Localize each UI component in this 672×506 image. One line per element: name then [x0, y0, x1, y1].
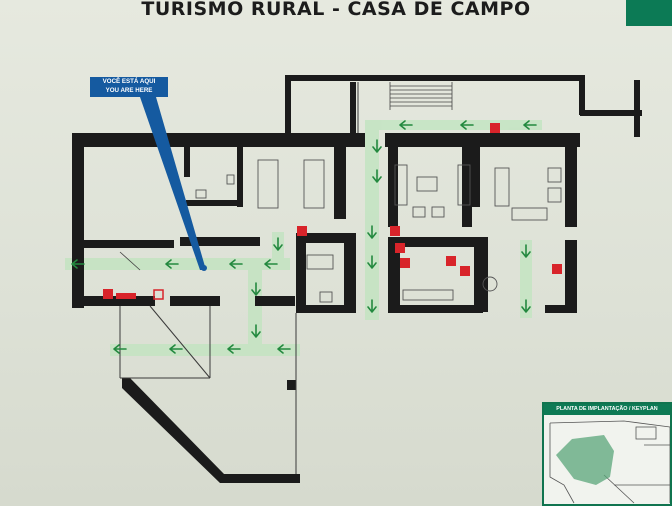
fire-alarm-icon: [116, 293, 136, 299]
you-are-here-line-en: YOU ARE HERE: [105, 87, 153, 94]
evacuation-arrow-icon: [251, 282, 261, 296]
evacuation-arrow-icon: [251, 324, 261, 338]
evacuation-arrow-icon: [372, 139, 382, 153]
fire-extinguisher-icon: [446, 256, 456, 266]
armchair-icon: [412, 206, 426, 218]
sink-icon: [319, 291, 333, 303]
dining-table-icon: [303, 159, 325, 209]
you-are-here-label: VOCÊ ESTÁ AQUI YOU ARE HERE: [90, 77, 168, 97]
sofa-icon: [511, 207, 548, 221]
fire-extinguisher-icon: [460, 266, 470, 276]
evacuation-arrow-icon: [165, 259, 179, 269]
fire-extinguisher-icon: [390, 226, 400, 236]
evacuation-arrow-icon: [229, 259, 243, 269]
evacuation-arrow-icon: [460, 120, 474, 130]
safety-signs: [103, 123, 562, 300]
evacuation-arrow-icon: [277, 344, 291, 354]
evacuation-arrow-icon: [367, 255, 377, 269]
you-are-here-dot: [201, 265, 207, 271]
stove-icon: [482, 276, 498, 292]
fire-extinguisher-icon: [400, 258, 410, 268]
evacuation-routes: [65, 120, 542, 356]
fire-extinguisher-icon: [395, 243, 405, 253]
evacuation-arrow-icon: [113, 344, 127, 354]
evacuation-arrow-icon: [264, 259, 278, 269]
kitchen-counter-icon: [402, 289, 454, 301]
sink-icon: [195, 189, 207, 199]
evacuation-arrow-icon: [273, 237, 283, 251]
evacuation-arrow-icon: [521, 244, 531, 258]
keyplan-inset: PLANTA DE IMPLANTAÇÃO / KEYPLAN: [542, 402, 672, 506]
armchair-icon: [547, 167, 562, 183]
armchair-icon: [547, 187, 562, 203]
coffee-table-icon: [416, 176, 438, 192]
evacuation-arrow-icon: [399, 120, 413, 130]
fire-extinguisher-icon: [103, 289, 113, 299]
evacuation-arrow-icon: [372, 169, 382, 183]
fire-extinguisher-icon: [490, 123, 500, 133]
fire-alarm-icon: [153, 289, 164, 300]
evacuation-arrow-icon: [227, 344, 241, 354]
you-are-here-pin-icon: [140, 97, 206, 270]
evacuation-arrow-icon: [521, 299, 531, 313]
you-are-here-line-pt: VOCÊ ESTÁ AQUI: [102, 78, 156, 85]
fire-extinguisher-icon: [552, 264, 562, 274]
building-footprint: [556, 435, 614, 485]
armchair-icon: [431, 206, 445, 218]
evacuation-arrow-icon: [367, 299, 377, 313]
keyplan-title: PLANTA DE IMPLANTAÇÃO / KEYPLAN: [544, 404, 670, 415]
toilet-icon: [226, 174, 235, 185]
sofa-icon: [394, 164, 408, 206]
evacuation-arrows: [71, 120, 537, 354]
fire-extinguisher-icon: [297, 226, 307, 236]
plan-title: TURISMO RURAL - CASA DE CAMPO: [141, 0, 531, 20]
evacuation-arrow-icon: [523, 120, 537, 130]
sofa-icon: [494, 167, 510, 207]
evacuation-arrow-icon: [367, 225, 377, 239]
board-accent-stripe: [626, 0, 672, 26]
dining-table-icon: [257, 159, 279, 209]
outline-lines: [119, 82, 359, 474]
stairs-icon: [119, 82, 453, 271]
evacuation-arrow-icon: [71, 259, 85, 269]
evacuation-arrow-icon: [169, 344, 183, 354]
sofa-icon: [457, 164, 471, 206]
bathtub-icon: [306, 254, 334, 270]
furniture: [195, 159, 562, 303]
walls: [72, 75, 642, 483]
keyplan-map: [549, 420, 670, 504]
